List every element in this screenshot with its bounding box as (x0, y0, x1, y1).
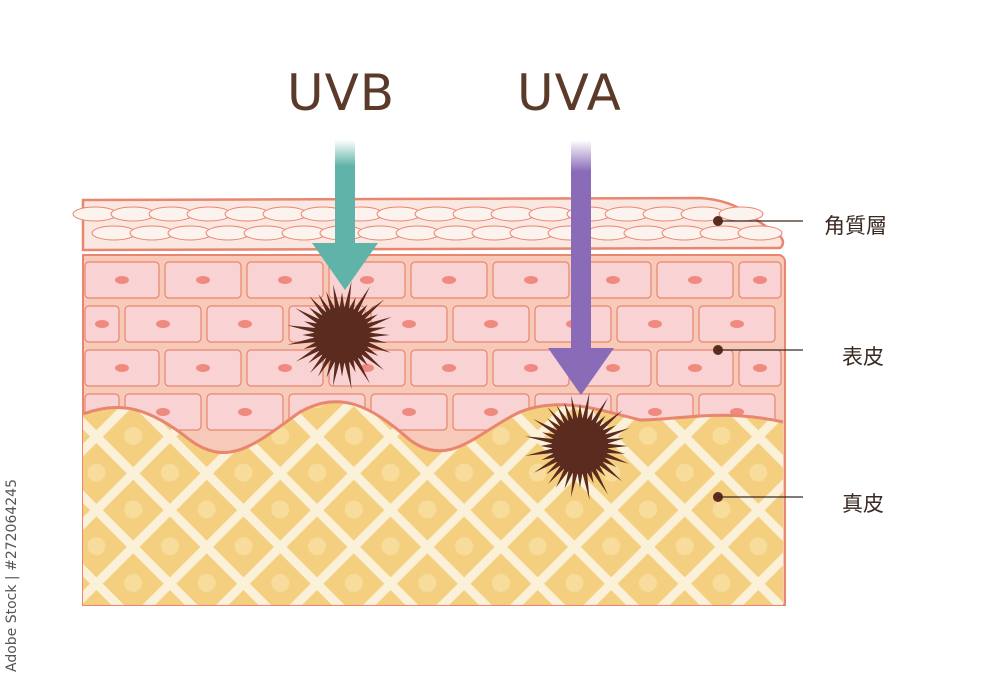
corneum-scale (509, 225, 555, 241)
stratum-corneum-layer (81, 196, 785, 252)
corneum-scale (205, 225, 251, 241)
epidermal-cell (124, 305, 202, 343)
epidermal-cell (84, 305, 120, 343)
corneum-scale (642, 206, 688, 222)
watermark-stock-id: Adobe Stock | #272064245 (4, 479, 20, 672)
melanocyte-dermis (524, 392, 630, 501)
epidermal-cell (246, 261, 324, 299)
corneum-scale (395, 225, 441, 241)
corneum-scale (699, 225, 745, 241)
corneum-scale (129, 225, 175, 241)
corneum-scale (357, 225, 403, 241)
uva-label: UVA (517, 64, 622, 122)
corneum-scale (661, 225, 707, 241)
corneum-scale (604, 206, 650, 222)
corneum-scale (224, 206, 270, 222)
melanocyte-epidermis (286, 281, 392, 390)
corneum-scale (148, 206, 194, 222)
dermis-leader (713, 492, 803, 502)
corneum-scale (72, 206, 118, 222)
epidermal-cell (410, 349, 488, 387)
corneum-scale (528, 206, 574, 222)
epidermal-cell (164, 261, 242, 299)
corneum-scale (376, 206, 422, 222)
corneum-scale (585, 225, 631, 241)
epidermal-cell (656, 349, 734, 387)
epidermis-leader (713, 345, 803, 355)
corneum-scale (623, 225, 669, 241)
uva-arrow (548, 140, 614, 395)
corneum-scale (718, 206, 764, 222)
corneum-scale (281, 225, 327, 241)
dermis-boundary (82, 400, 784, 454)
corneum-scale (433, 225, 479, 241)
corneum-scale (262, 206, 308, 222)
corneum-scale (110, 206, 156, 222)
epidermal-cell (492, 261, 570, 299)
epidermal-cell (84, 349, 160, 387)
epidermal-cell (370, 305, 448, 343)
epidermal-cell (164, 349, 242, 387)
dermis-label: 真皮 (842, 492, 884, 516)
epidermal-cell (410, 261, 488, 299)
epidermal-cell (370, 393, 448, 431)
epidermal-cell (616, 305, 694, 343)
corneum-scale (91, 225, 137, 241)
corneum-scale (490, 206, 536, 222)
corneum-scale (414, 206, 460, 222)
corneum-scale (167, 225, 213, 241)
epidermal-cell (452, 305, 530, 343)
epidermis-label: 表皮 (842, 345, 884, 369)
epidermal-cell (738, 349, 782, 387)
epidermal-cell (738, 261, 782, 299)
corneum-scale (471, 225, 517, 241)
epidermal-cell (206, 393, 284, 431)
epidermal-cell (656, 261, 734, 299)
corneum-scale (737, 225, 783, 241)
corneum-scale (243, 225, 289, 241)
corneum-scale (186, 206, 232, 222)
epidermal-cell (84, 261, 160, 299)
epidermal-cell (246, 349, 324, 387)
corneum-scale (452, 206, 498, 222)
uvb-label: UVB (287, 64, 396, 122)
epidermal-cell (206, 305, 284, 343)
stratum-corneum-label: 角質層 (824, 214, 887, 238)
epidermal-cell (698, 305, 776, 343)
stratum-corneum-leader (713, 216, 803, 226)
uvb-arrow (312, 140, 378, 290)
